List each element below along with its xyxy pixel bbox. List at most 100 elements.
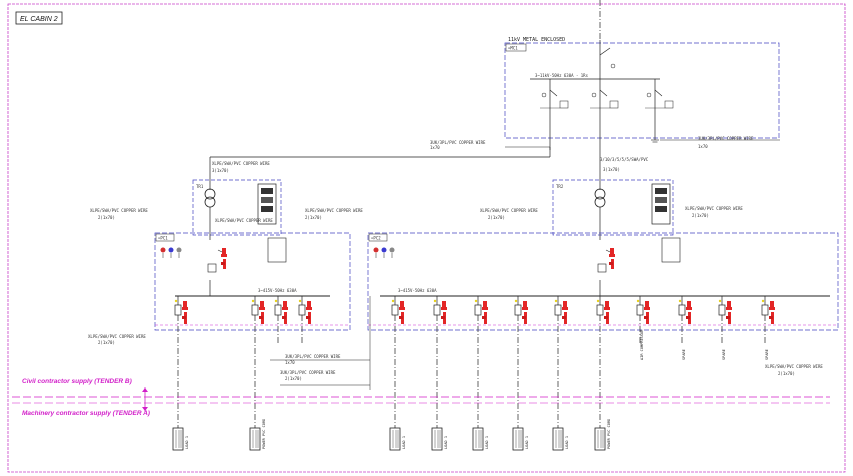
feeder-protection-symbol: [306, 301, 312, 324]
tr2-cable-in-label: 3/10/3/5/5/5/SWA/PVC: [600, 157, 649, 162]
tr1-tag: TR1: [196, 184, 204, 189]
mid-cable-2-size: 2(1x70): [285, 376, 302, 381]
feeder-breaker: [474, 304, 482, 316]
feeder-terminal-box: [431, 427, 443, 451]
feeder-breaker: [761, 304, 769, 316]
feeder-terminal-box: [594, 427, 606, 451]
feeder-protection-symbol: [769, 301, 775, 324]
mv-panel: 11kV METAL ENCLOSED =MC1 3~11kV-50Hz 630…: [504, 37, 780, 155]
feeder-label: POWER PVC CORD: [607, 419, 611, 449]
tr1-cable-in-label: XLPE/SWA/PVC COPPER WIRE: [212, 161, 270, 166]
feeder-9: LOAD 1: [552, 296, 569, 451]
feeder-7: LOAD 1: [472, 296, 489, 451]
feeder-protection-symbol: [482, 301, 488, 324]
civil-supply-label: Civil contractor supply (TENDER B): [22, 378, 132, 385]
feeder-breaker: [274, 304, 282, 316]
mv-cable-right-size: 1x70: [698, 144, 708, 149]
tr2-cable-in-size: 3(1x70): [603, 167, 620, 172]
lv2-bottom-cable-size: 2(1x70): [778, 371, 795, 376]
feeder-label: LOAD 1: [402, 436, 406, 449]
feeder-breaker: [636, 304, 644, 316]
feeder-protection-symbol: [182, 301, 188, 324]
feeder-2: POWER PVC CORD: [249, 296, 266, 451]
feeder-label: SPARE: [682, 349, 686, 360]
feeder-breaker: [554, 304, 562, 316]
feeder-13: SPARE: [718, 296, 732, 360]
mid-cable-1-size: 1x70: [285, 360, 295, 365]
feeder-label: SPARE: [765, 349, 769, 360]
feeder-protection-symbol: [686, 301, 692, 324]
mv-panel-tag: =MC1: [508, 46, 518, 51]
lv1-bottom-cable-size: 2(1x70): [98, 340, 115, 345]
mid-cable-2-label: 3UK/3PL/PVC COPPER WIRE: [280, 370, 336, 375]
feeder-label: LOAD 1: [565, 436, 569, 449]
feeder-protection-symbol: [726, 301, 732, 324]
mv-cable-left-size: 1x70: [430, 145, 440, 150]
feeder-protection-symbol: [259, 301, 265, 324]
feeder-6: LOAD 1: [431, 296, 448, 451]
tr1-lv-cable: XLPE/SWA/PVC COPPER WIRE: [215, 218, 273, 223]
feeder-label: LOAD 1: [525, 436, 529, 449]
tr2-cable-right-label: XLPE/SWA/PVC COPPER WIRE: [685, 206, 743, 211]
feeder-terminal-box: [552, 427, 564, 451]
transformer-tr1: XLPE/SWA/PVC COPPER WIRE 3(1x70) TR1 XLP…: [192, 161, 282, 240]
lv-panel-pc2: =PC2 3~415V-50Hz 630A: [367, 232, 839, 331]
lv2-bottom-cable: XLPE/SWA/PVC COPPER WIRE: [765, 364, 823, 369]
mv-cable-left-label: 3UK/3PL/PVC COPPER WIRE: [430, 140, 486, 145]
tr1-cable-left-size: 2(1x70): [98, 215, 115, 220]
sheet-title: EL CABIN 2: [15, 11, 63, 25]
lv1-busbar-label: 3~415V-50Hz 630A: [258, 288, 297, 293]
lv2-busbar-label: 3~415V-50Hz 630A: [398, 288, 437, 293]
mv-busbar-label: 3~11kV-50Hz 630A - 1Rs: [535, 73, 589, 78]
tr1-cable-right-label: XLPE/SWA/PVC COPPER WIRE: [305, 208, 363, 213]
feeder-5: LOAD 1: [389, 296, 406, 451]
tr2-cable-left-label: XLPE/SWA/PVC COPPER WIRE: [480, 208, 538, 213]
tr2-cable-right-size: 2(1x70): [692, 213, 709, 218]
mid-cable-1-label: 3UK/3PL/PVC COPPER WIRE: [285, 354, 341, 359]
feeder-1: LOAD 1: [172, 296, 189, 451]
feeder-breaker: [251, 304, 259, 316]
lv-panel-pc1: =PC1 3~415V-50Hz 630A: [154, 232, 351, 331]
feeder-breaker: [596, 304, 604, 316]
feeder-breaker: [298, 304, 306, 316]
feeder-label: LOAD 1: [485, 436, 489, 449]
tr1-cable-right-size: 2(1x70): [305, 215, 322, 220]
feeder-protection-symbol: [644, 301, 650, 324]
lv-feeders: LOAD 1 POWER PVC CORD LOAD 1 LOAD 1 LOAD 1 LO…: [172, 296, 775, 451]
feeder-label: AIR COMPRESSOR: [640, 329, 644, 360]
tr1-cable-left-label: XLPE/SWA/PVC COPPER WIRE: [90, 208, 148, 213]
sheet-frame: [7, 3, 846, 473]
tr2-tag: TR2: [556, 184, 564, 189]
lv2-tag: =PC2: [371, 236, 381, 241]
feeder-terminal-box: [389, 427, 401, 451]
feeder-4: [298, 296, 312, 345]
feeder-protection-symbol: [522, 301, 528, 324]
machinery-supply-label: Machinery contractor supply (TENDER A): [22, 410, 150, 417]
feeder-protection-symbol: [282, 301, 288, 324]
feeder-terminal-box: [512, 427, 524, 451]
mv-panel-title: 11kV METAL ENCLOSED: [508, 37, 565, 43]
feeder-terminal-box: [172, 427, 184, 451]
transformer-tr2: 3/10/3/5/5/5/SWA/PVC 3(1x70) TR2: [552, 157, 674, 240]
supply-boundary: Civil contractor supply (TENDER B) Machi…: [12, 378, 830, 417]
feeder-breaker: [174, 304, 182, 316]
feeder-12: SPARE: [678, 296, 692, 360]
feeder-14: SPARE: [761, 296, 775, 360]
feeder-breaker: [678, 304, 686, 316]
lv1-tag: =PC1: [158, 236, 168, 241]
feeder-label: LOAD 1: [185, 436, 189, 449]
feeder-protection-symbol: [562, 301, 568, 324]
feeder-3: [274, 296, 288, 345]
feeder-label: SPARE: [722, 349, 726, 360]
feeder-terminal-box: [472, 427, 484, 451]
sheet-title-text: EL CABIN 2: [20, 16, 58, 23]
feeder-breaker: [433, 304, 441, 316]
feeder-terminal-box: [249, 427, 261, 451]
lv1-bottom-cable: XLPE/SWA/PVC COPPER WIRE: [88, 334, 146, 339]
mv-cable-right-label: 3UK/3PL/PVC COPPER WIRE: [698, 136, 754, 141]
feeder-10: POWER PVC CORD: [594, 296, 611, 451]
tr1-cable-in-size: 3(1x70): [212, 168, 229, 173]
feeder-protection-symbol: [441, 301, 447, 324]
feeder-label: POWER PVC CORD: [262, 419, 266, 449]
